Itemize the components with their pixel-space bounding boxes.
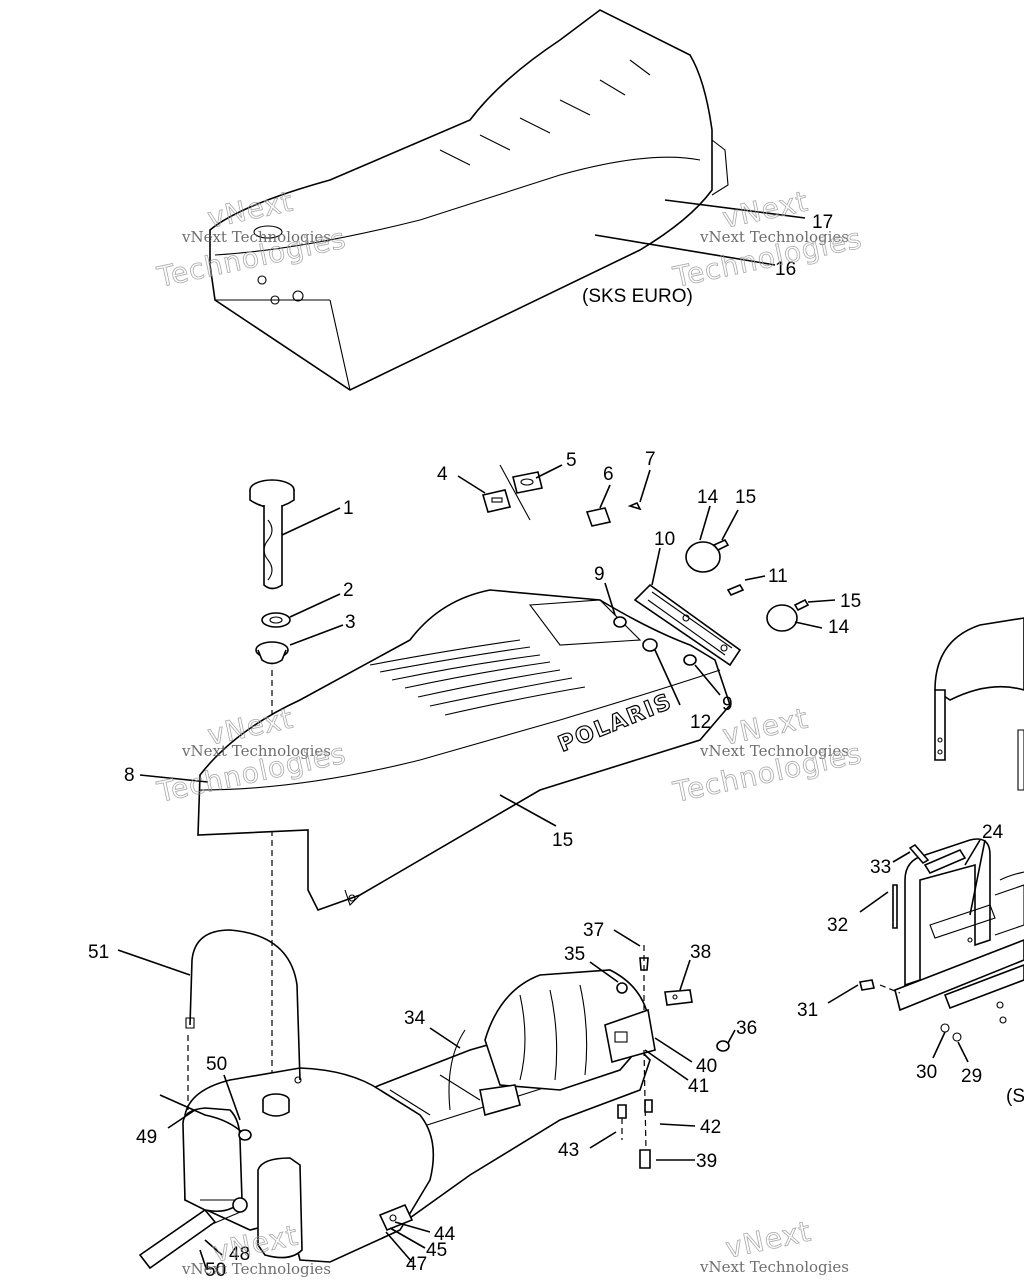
fuel-tank-base	[138, 969, 656, 1270]
callout-1: 1	[343, 498, 354, 519]
callout-15-lower: 15	[840, 591, 861, 612]
fasteners	[616, 957, 730, 1169]
callout-10: 10	[654, 529, 675, 550]
callout-51: 51	[88, 942, 109, 963]
callout-47: 48	[229, 1244, 250, 1265]
callout-48: 50	[205, 1260, 226, 1280]
callout-45: 47	[406, 1254, 427, 1275]
svg-text:vNext Technologies: vNext Technologies	[699, 1258, 849, 1276]
callout-5: 5	[566, 450, 577, 471]
svg-text:vNext Technologies: vNext Technologies	[181, 742, 331, 760]
svg-text:vNext Technologies: vNext Technologies	[181, 1260, 331, 1278]
callout-38: 39	[696, 1151, 717, 1172]
note-sks-euro: (SKS EURO)	[582, 286, 693, 307]
callout-49: 49	[136, 1127, 157, 1148]
watermark-bottom-left: vNext vNext Technologies	[181, 1218, 331, 1278]
callout-35-right: 36	[736, 1018, 757, 1039]
callout-7: 7	[645, 449, 656, 470]
callout-4: 4	[437, 464, 448, 485]
callout-41: 42	[700, 1117, 721, 1138]
watermark-bottom-right: vNext vNext Technologies	[699, 1214, 849, 1276]
seat-main	[197, 589, 731, 911]
svg-text:vNext Technologies: vNext Technologies	[699, 742, 849, 760]
callout-6: 6	[603, 464, 614, 485]
taillight-bracket	[613, 538, 810, 667]
callout-33: 33	[870, 857, 891, 878]
callout-50: 50	[206, 1054, 227, 1075]
callout-11: 11	[768, 566, 788, 587]
callout-13: 15	[552, 830, 573, 851]
callout-17: 17	[812, 212, 833, 233]
callout-15-upper: 15	[735, 487, 756, 508]
callout-16: 16	[775, 259, 796, 280]
fuel-cap-assembly	[249, 479, 295, 665]
callout-36: 37	[583, 920, 604, 941]
callout-35-left: 35	[564, 944, 585, 965]
latch-plates	[481, 464, 642, 527]
callout-31: 31	[797, 1000, 818, 1021]
callout-2: 2	[343, 580, 354, 601]
callout-37: 38	[690, 942, 711, 963]
callout-24: 24	[982, 822, 1004, 843]
callout-14-upper: 14	[697, 487, 719, 508]
svg-text:vNext Technologies: vNext Technologies	[699, 228, 849, 246]
backrest-partial	[934, 617, 1024, 791]
callout-40: 41	[688, 1076, 709, 1097]
callout-12: 12	[690, 712, 711, 733]
seat-sks-euro	[209, 9, 729, 391]
note-s-cut: (S	[1006, 1086, 1024, 1107]
callout-14-lower: 14	[828, 617, 850, 638]
callout-44: 45	[426, 1240, 447, 1261]
rack-assembly	[859, 838, 1024, 1042]
callout-9-upper: 9	[594, 564, 605, 585]
callout-34: 34	[404, 1008, 426, 1029]
callout-32: 32	[827, 915, 848, 936]
callout-39: 40	[696, 1056, 717, 1077]
svg-text:vNext Technologies: vNext Technologies	[181, 228, 331, 246]
callout-43: 44	[434, 1224, 456, 1245]
callout-3: 3	[345, 612, 356, 633]
callout-30: 30	[916, 1062, 937, 1083]
callout-42: 43	[558, 1140, 579, 1161]
callout-29: 29	[961, 1066, 982, 1087]
callout-8: 8	[124, 765, 135, 786]
callout-9-lower: 9	[722, 694, 733, 715]
